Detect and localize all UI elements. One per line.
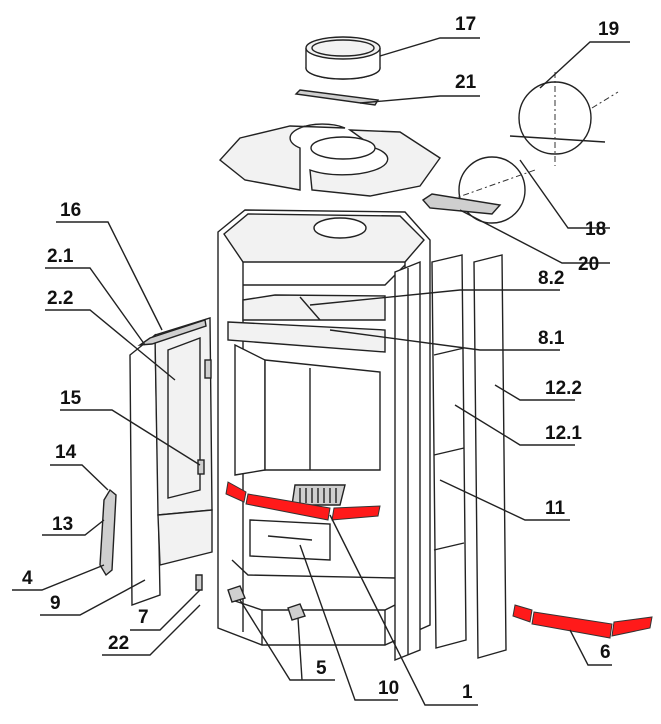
leader-lines xyxy=(12,37,630,706)
callout-2-1: 2.1 xyxy=(47,246,74,267)
callout-19: 19 xyxy=(598,19,619,40)
callout-14: 14 xyxy=(55,442,77,463)
stove-body-part xyxy=(217,209,431,646)
callout-12-2: 12.2 xyxy=(545,378,582,399)
callout-15: 15 xyxy=(60,388,82,409)
door-part xyxy=(99,317,213,606)
heat-disc-large-part xyxy=(509,72,619,166)
front-strip-highlight-installed xyxy=(225,481,381,521)
callout-1: 1 xyxy=(462,682,473,703)
callout-11: 11 xyxy=(545,498,566,519)
flue-collar-part xyxy=(305,36,381,80)
front-strip-highlight-loose xyxy=(512,604,653,639)
callout-2-2: 2.2 xyxy=(47,288,73,309)
callout-6: 6 xyxy=(600,642,611,663)
callout-4: 4 xyxy=(22,568,33,589)
side-panel-part xyxy=(394,260,421,662)
callout-8-2: 8.2 xyxy=(538,268,564,289)
side-tiles-part xyxy=(431,254,507,659)
clamp-bar-part xyxy=(294,89,380,106)
callout-12-1: 12.1 xyxy=(545,423,582,444)
callout-10: 10 xyxy=(378,678,399,699)
callout-20: 20 xyxy=(578,254,599,275)
callout-5: 5 xyxy=(316,658,327,679)
callout-17: 17 xyxy=(455,14,476,35)
callout-18: 18 xyxy=(585,219,606,240)
callout-9: 9 xyxy=(50,593,61,614)
callout-8-1: 8.1 xyxy=(538,328,565,349)
callout-21: 21 xyxy=(455,72,477,93)
callout-labels: 17 21 19 18 20 16 2.1 2.2 8.2 8.1 15 12.… xyxy=(22,14,619,703)
callout-13: 13 xyxy=(52,514,73,535)
top-plate-part xyxy=(218,123,441,197)
callout-7: 7 xyxy=(138,607,149,628)
callout-16: 16 xyxy=(60,200,81,221)
callout-22: 22 xyxy=(108,633,129,654)
deflector-bracket-part xyxy=(421,193,502,215)
